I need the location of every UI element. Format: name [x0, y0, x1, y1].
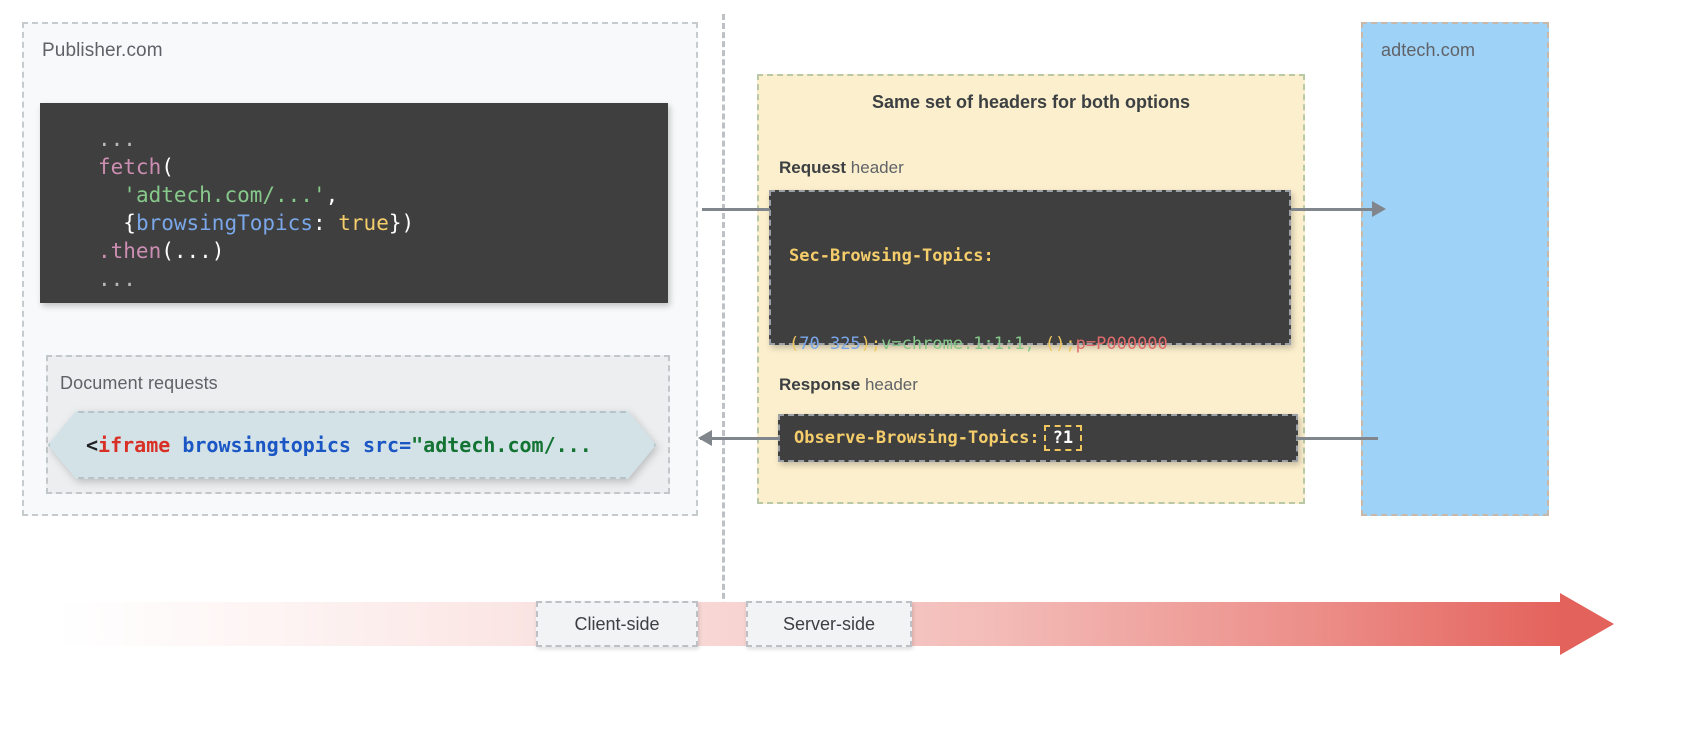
- document-requests-label: Document requests: [60, 373, 218, 393]
- js-colon: :: [312, 211, 339, 235]
- response-connector-right: [1296, 437, 1378, 440]
- js-then-method: .then: [98, 239, 162, 263]
- js-then-args: (...): [161, 239, 225, 263]
- publisher-panel-label: Publisher.com: [42, 40, 163, 61]
- request-value-semicolon: ;: [1065, 334, 1076, 354]
- request-connector-right: [1291, 208, 1377, 211]
- response-header-code-text: Observe-Browsing-Topics:?1: [794, 425, 1083, 451]
- request-header-caption: Request header: [779, 158, 904, 178]
- js-brace-open: {: [123, 211, 136, 235]
- response-header-value: ?1: [1043, 425, 1083, 451]
- iframe-angle-bracket: <: [86, 433, 99, 457]
- request-value-version: v=chrome.1:1:1,: [881, 334, 1045, 354]
- response-connector-left: [700, 437, 780, 440]
- request-arrow-icon: [1372, 201, 1386, 217]
- request-value-empty-parens: (): [1044, 334, 1066, 354]
- request-value-paren-close: );: [860, 334, 882, 354]
- response-header-caption: Response header: [779, 375, 918, 395]
- request-value-config: p=P000000: [1075, 334, 1168, 354]
- js-open-paren: (: [161, 155, 174, 179]
- request-value-topic-ids: 70 325: [799, 334, 861, 354]
- server-side-chip: Server-side: [746, 601, 912, 647]
- js-url-string: 'adtech.com/...': [123, 183, 326, 207]
- javascript-code-text: ... fetch( 'adtech.com/...', {browsingTo…: [40, 125, 668, 293]
- adtech-panel-label: adtech.com: [1381, 40, 1476, 60]
- response-header-name: Observe-Browsing-Topics:: [794, 428, 1040, 448]
- client-server-divider: [722, 14, 725, 626]
- iframe-browsingtopics-attr: browsingtopics: [182, 433, 351, 457]
- request-header-caption-bold: Request: [779, 158, 847, 177]
- response-arrow-icon: [698, 430, 712, 446]
- iframe-snippet-text: <iframe browsingtopics src="adtech.com/.…: [86, 433, 592, 457]
- client-side-chip: Client-side: [536, 601, 698, 647]
- iframe-src-attr: src=: [362, 433, 412, 457]
- request-header-code-text: Sec-Browsing-Topics: (70 325);v=chrome.1…: [771, 192, 1289, 366]
- iframe-tag-name: iframe: [98, 433, 171, 457]
- adtech-panel: [1361, 22, 1549, 516]
- js-close-paren: ): [401, 211, 415, 235]
- response-header-caption-bold: Response: [779, 375, 861, 394]
- response-header-code-block: Observe-Browsing-Topics:?1: [778, 414, 1298, 462]
- js-brace-close: }: [388, 211, 402, 235]
- headers-panel-title: Same set of headers for both options: [871, 92, 1191, 112]
- js-trailing-ellipsis: ...: [98, 267, 136, 291]
- js-leading-ellipsis: ...: [98, 127, 136, 151]
- js-comma: ,: [325, 183, 339, 207]
- iframe-snippet-hexagon: <iframe browsingtopics src="adtech.com/.…: [48, 411, 656, 479]
- js-option-value: true: [338, 211, 389, 235]
- request-connector-left: [702, 208, 770, 211]
- request-header-name: Sec-Browsing-Topics:: [789, 246, 994, 266]
- request-header-caption-rest: header: [846, 158, 904, 177]
- js-option-key: browsingTopics: [135, 211, 313, 235]
- javascript-code-block: ... fetch( 'adtech.com/...', {browsingTo…: [40, 103, 668, 303]
- timeline-arrow-icon: [1560, 593, 1614, 655]
- request-value-paren-open: (: [789, 334, 800, 354]
- iframe-src-value: "adtech.com/...: [411, 433, 592, 457]
- request-header-code-block: Sec-Browsing-Topics: (70 325);v=chrome.1…: [769, 190, 1291, 354]
- response-header-caption-rest: header: [860, 375, 918, 394]
- js-fetch-keyword: fetch: [98, 155, 162, 179]
